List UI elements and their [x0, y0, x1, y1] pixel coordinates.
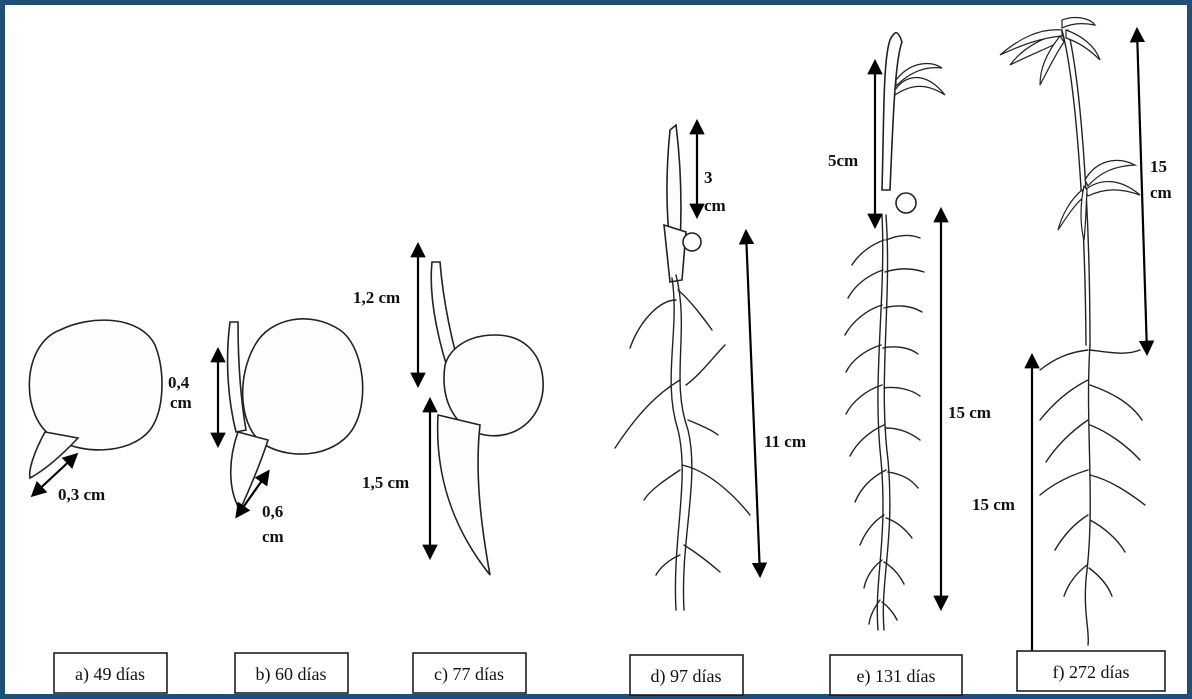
caption-f-text: f) 272 días	[1053, 662, 1130, 683]
arrow-d-root	[746, 232, 760, 575]
caption-c: c) 77 días	[413, 653, 526, 693]
caption-d: d) 97 días	[630, 655, 743, 695]
stage-c-drawing	[431, 262, 543, 575]
measure-e-root: 15 cm	[948, 403, 991, 422]
measure-a-seed-value: 0,4	[168, 373, 190, 392]
measure-d-shoot-value: 3	[704, 168, 713, 187]
stage-b-drawing	[228, 319, 363, 510]
caption-f: f) 272 días	[1017, 651, 1165, 691]
measure-b-root-value: 0,6	[262, 502, 283, 521]
measure-a-seed-unit: cm	[170, 393, 192, 412]
measure-d-shoot-unit: cm	[704, 196, 726, 215]
measure-a-root: 0,3 cm	[58, 485, 105, 504]
caption-c-text: c) 77 días	[434, 664, 504, 685]
stage-d-drawing	[615, 125, 750, 610]
measure-f-shoot-unit: cm	[1150, 183, 1172, 202]
measure-b-root-unit: cm	[262, 527, 284, 546]
caption-b-text: b) 60 días	[256, 664, 327, 685]
stage-f-drawing	[1000, 18, 1145, 645]
caption-e: e) 131 días	[830, 655, 962, 695]
caption-e-text: e) 131 días	[857, 666, 936, 687]
measure-d-root: 11 cm	[764, 432, 806, 451]
measure-a-seed: 0,4 cm	[168, 373, 192, 412]
caption-d-text: d) 97 días	[651, 666, 722, 687]
measure-e-shoot: 5cm	[828, 151, 858, 170]
caption-a: a) 49 días	[54, 653, 167, 693]
measure-f-root: 15 cm	[972, 495, 1015, 514]
caption-b: b) 60 días	[235, 653, 348, 693]
measure-f-shoot-value: 15	[1150, 157, 1167, 176]
stage-a-drawing	[29, 320, 162, 478]
caption-a-text: a) 49 días	[75, 664, 145, 685]
stage-e-drawing	[845, 33, 945, 630]
measure-c-shoot: 1,2 cm	[353, 288, 400, 307]
arrow-f-shoot	[1137, 30, 1147, 353]
measure-c-root: 1,5 cm	[362, 473, 409, 492]
